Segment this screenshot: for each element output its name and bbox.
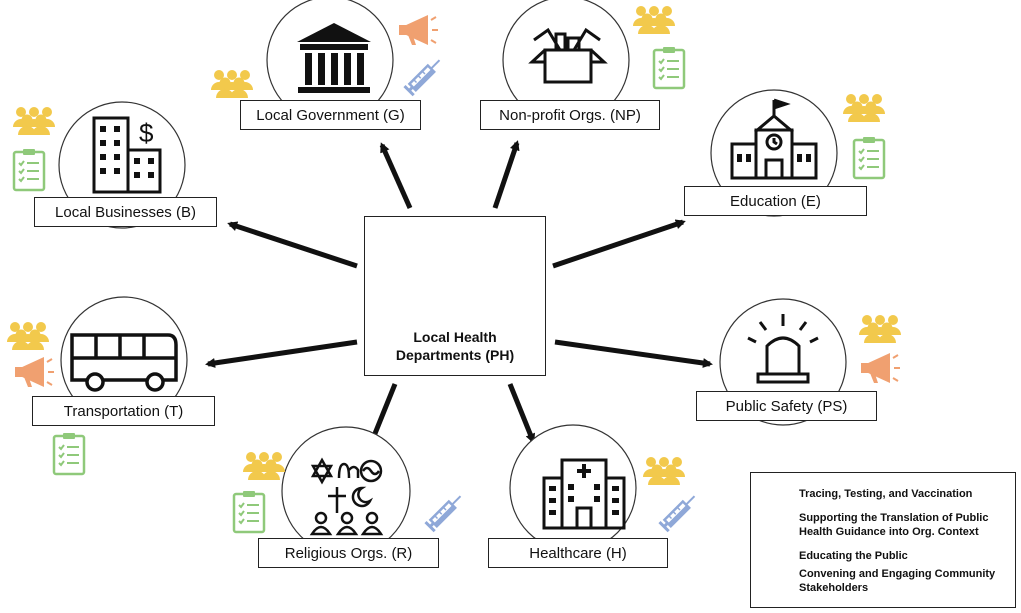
megaphone-icon [860,352,901,384]
arrow-to-transportation [205,339,358,368]
megaphone-icon [14,356,55,388]
megaphone-icon [398,14,439,46]
bus-icon [70,333,178,392]
center-label-line2: Departments (PH) [395,347,515,363]
people-icon [243,452,285,480]
arrow-to-education [552,219,686,269]
nonprofit-label: Non-profit Orgs. (NP) [480,100,660,130]
syringe-icon [657,490,701,533]
legend-tracing: Tracing, Testing, and Vaccination [799,488,973,500]
safety-label: Public Safety (PS) [696,391,877,421]
transportation-label: Transportation (T) [32,396,215,426]
business-building-icon: $ [92,116,162,194]
clipboard-icon [852,135,886,180]
svg-text:$: $ [139,118,154,148]
legend: Tracing, Testing, and Vaccination Suppor… [750,472,1016,608]
education-circle [710,89,838,217]
government-label: Local Government (G) [240,100,421,130]
clipboard-icon [652,45,686,90]
religious-circle [281,426,411,556]
people-icon [859,315,901,343]
government-building-icon [297,23,371,93]
connector-arrows [205,140,713,444]
local-health-departments-label: Local Health Departments (PH) [364,328,546,364]
clipboard-icon [232,489,266,534]
clipboard-icon [52,431,86,476]
arrow-to-religious [369,383,398,444]
people-icon [211,70,253,98]
arrow-to-nonprofit [492,140,520,209]
education-label: Education (E) [684,186,867,216]
center-label-line1: Local Health [413,329,497,345]
arrow-to-healthcare [507,383,536,444]
arrow-to-safety [554,339,713,368]
local-health-departments-box [364,216,546,376]
legend-convening-line1: Convening and Engaging Community [799,568,996,580]
legend-convening-line2: Stakeholders [799,582,869,594]
business-label: Local Businesses (B) [34,197,217,227]
legend-educating: Educating the Public [799,550,908,562]
people-icon [843,94,885,122]
healthcare-label: Healthcare (H) [488,538,668,568]
religious-symbols-icon [309,457,384,536]
syringe-icon [402,54,446,97]
legend-translation-line1: Supporting the Translation of Public [799,512,989,524]
donation-box-icon [528,27,608,84]
people-icon [643,457,685,485]
people-icon [13,107,55,135]
school-icon [730,98,818,180]
arrow-to-government [379,142,413,210]
people-icon [7,322,49,350]
syringe-icon [423,490,467,533]
legend-translation-line2: Health Guidance into Org. Context [799,526,979,538]
arrow-to-business [227,221,358,269]
religious-label: Religious Orgs. (R) [258,538,439,568]
people-icon [633,6,675,34]
hospital-icon [542,458,626,530]
clipboard-icon [12,147,46,192]
business-circle [58,101,186,229]
siren-icon [747,314,819,384]
